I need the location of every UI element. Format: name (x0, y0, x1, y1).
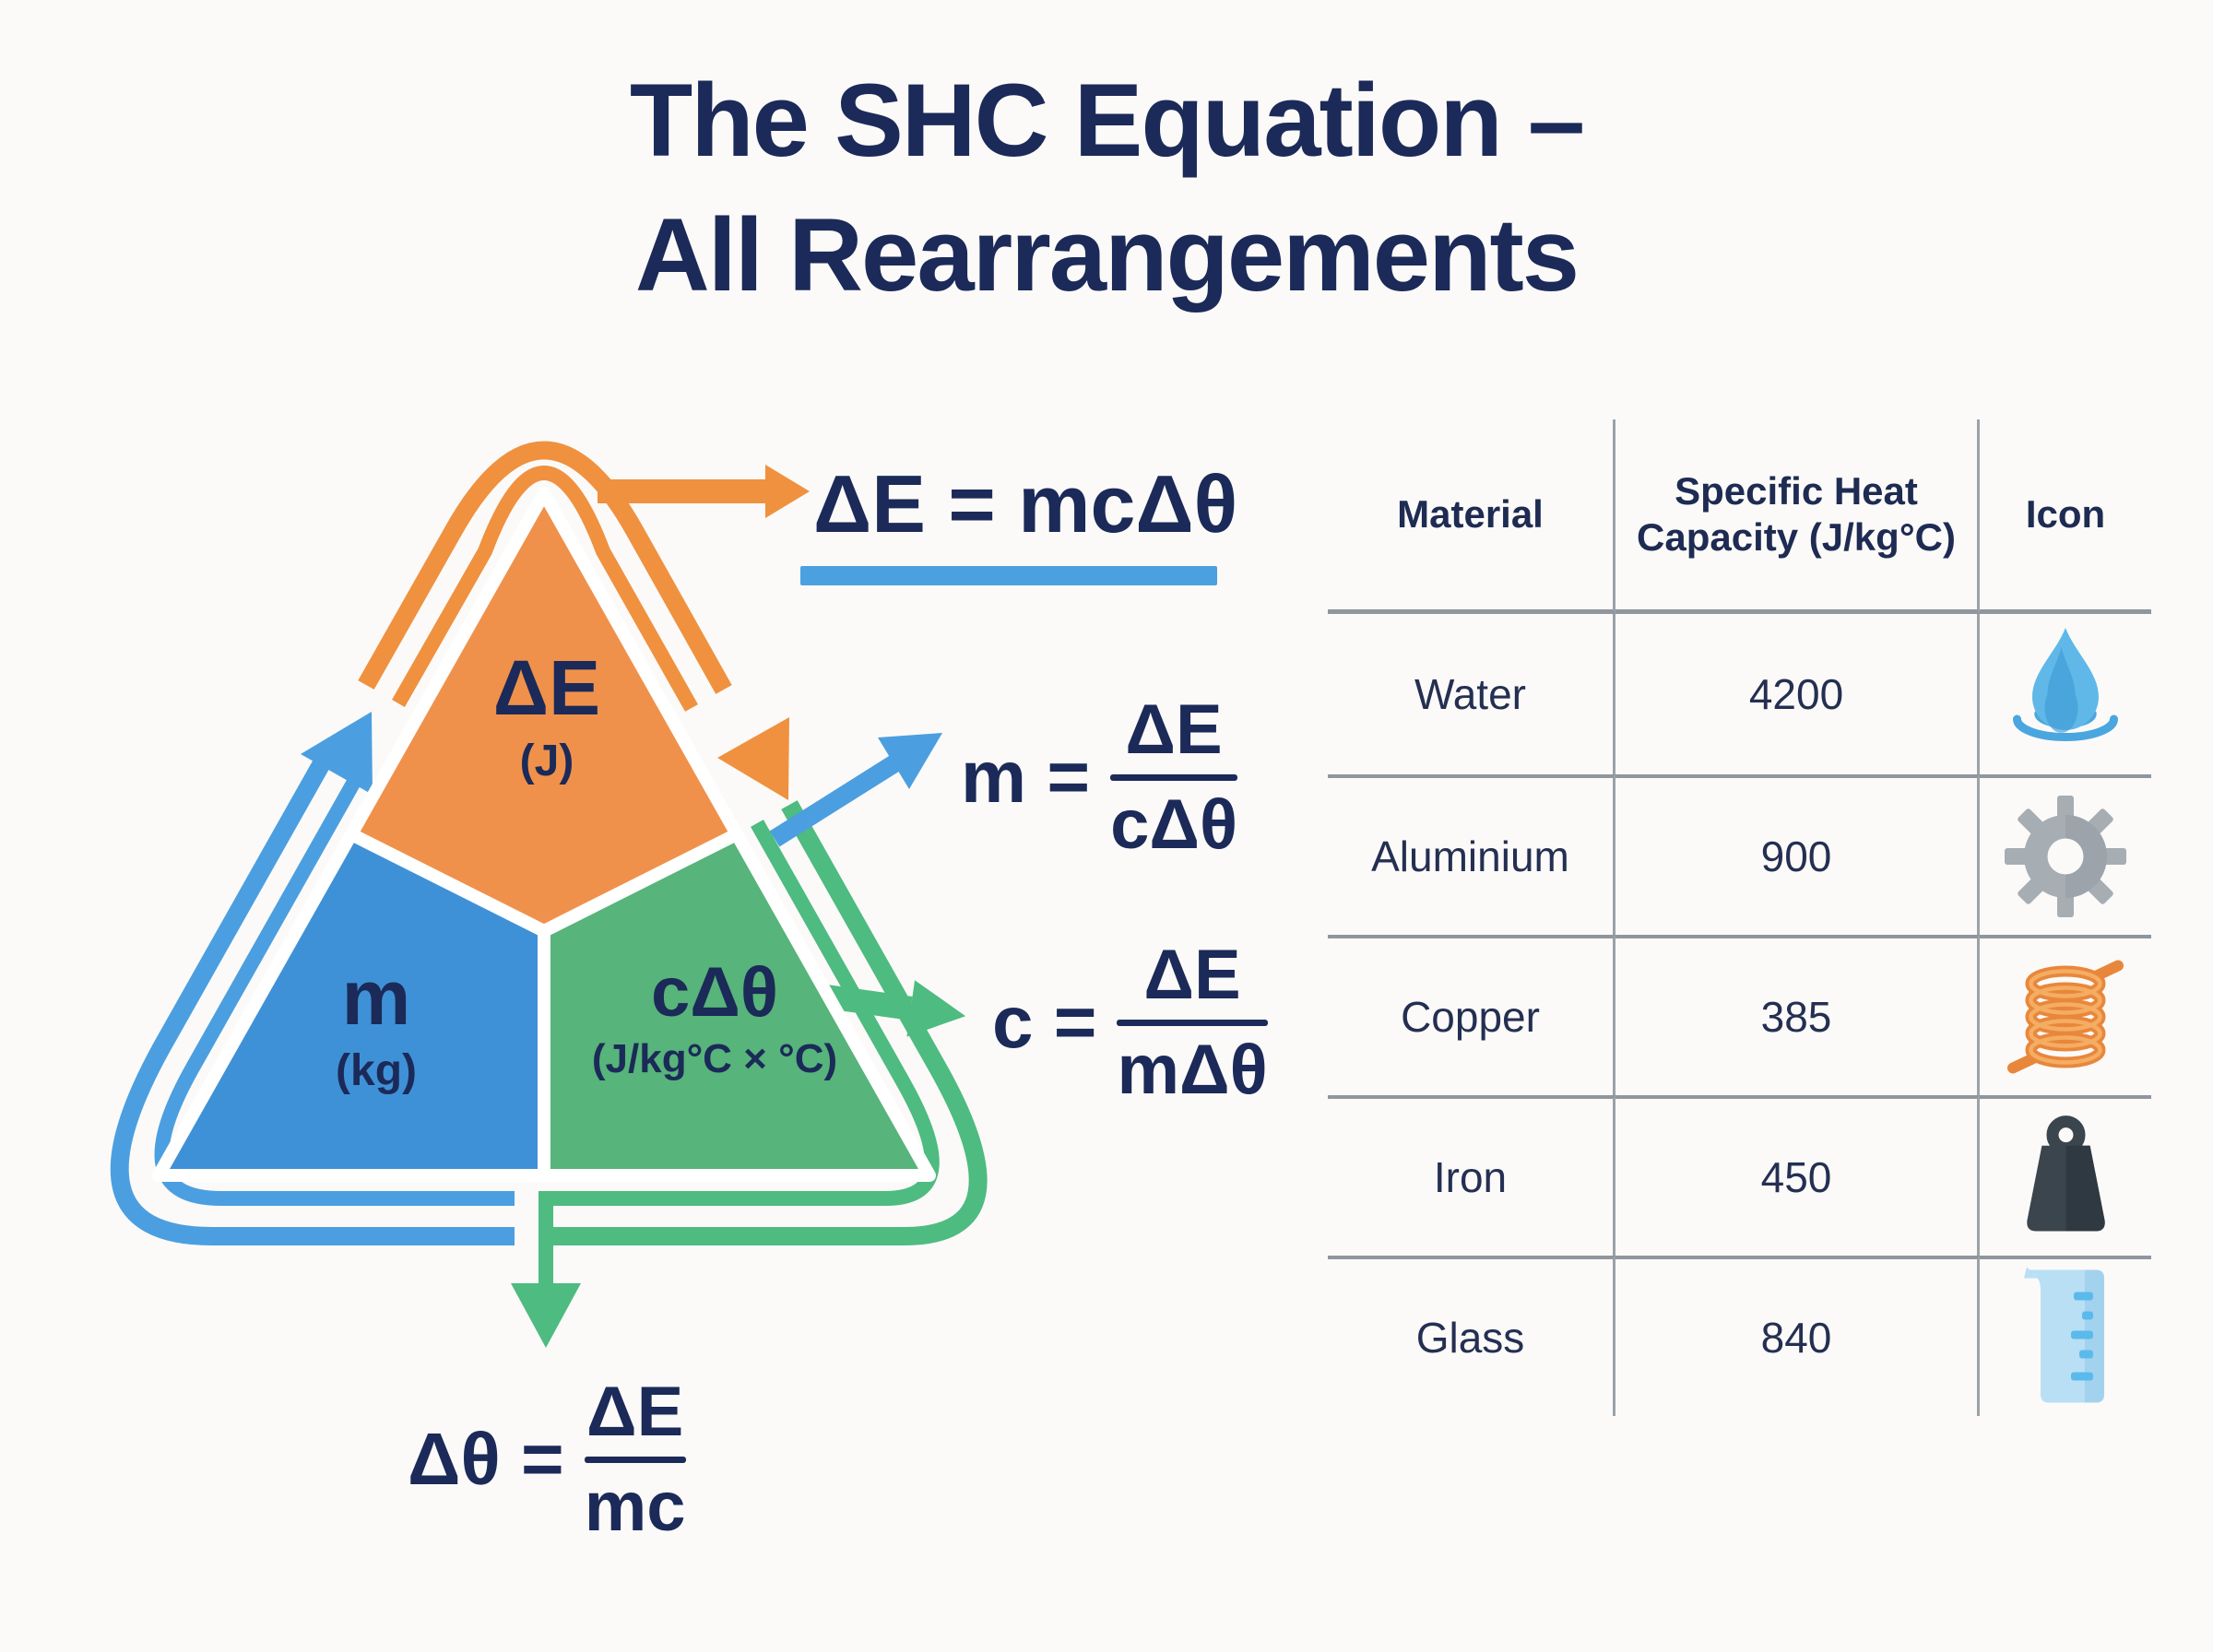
green-down-arrow-icon (511, 1191, 581, 1348)
equation-mass-lhs: m = (961, 736, 1091, 819)
green-exit-arrow-icon (808, 980, 966, 1037)
energy-unit: (J) (519, 736, 574, 785)
mass-symbol: m (341, 954, 411, 1041)
table-row-water-icon-cell (1980, 614, 2151, 774)
materials-table: Material Specific Heat Capacity (J/kg°C)… (1328, 419, 2151, 1416)
equation-shc-fraction: ΔE mΔθ (1117, 936, 1268, 1109)
heat-unit: (J/kg°C × °C) (591, 1035, 838, 1081)
page-title-line1: The SHC Equation – (629, 63, 1585, 178)
table-row-aluminium-icon-cell (1980, 774, 2151, 935)
blue-exit-arrow-icon (769, 733, 942, 847)
blue-arrowhead-up-icon (301, 712, 373, 795)
gear-icon (1992, 783, 2139, 930)
table-row-glass-icon-cell (1980, 1256, 2151, 1416)
equation-temp-fraction: ΔE mc (584, 1373, 686, 1546)
heat-symbol: cΔθ (651, 953, 778, 1032)
table-row-water-material: Water (1328, 614, 1615, 774)
equation-shc-numerator: ΔE (1143, 936, 1241, 1014)
page-title-line2: All Rearrangements (634, 196, 1580, 313)
orange-arrow-band (358, 441, 732, 712)
equation-shc: c = ΔE mΔθ (992, 938, 1268, 1107)
table-row-copper-material: Copper (1328, 935, 1615, 1095)
equation-main: ΔE = mcΔθ (813, 458, 1238, 549)
weight-icon (1992, 1103, 2139, 1251)
equation-shc-denominator: mΔθ (1117, 1030, 1268, 1109)
equation-mass-numerator: ΔE (1125, 690, 1223, 769)
table-row-iron-icon-cell (1980, 1095, 2151, 1256)
table-row-aluminium-value: 900 (1615, 774, 1980, 935)
equation-temp-numerator: ΔE (586, 1373, 684, 1451)
label-heat: cΔθ (J/kg°C × °C) (592, 957, 837, 1082)
equation-mass: m = ΔE cΔθ (961, 690, 1238, 864)
table-row-iron-value: 450 (1615, 1095, 1980, 1256)
beaker-icon (1992, 1264, 2139, 1411)
equation-main-underline (800, 566, 1217, 585)
equation-mass-denominator: cΔθ (1110, 785, 1238, 864)
equation-shc-lhs: c = (992, 981, 1097, 1064)
table-row-glass-material: Glass (1328, 1256, 1615, 1416)
table-row-water-value: 4200 (1615, 614, 1980, 774)
column-header-icon: Icon (1980, 419, 2151, 614)
label-mass: m (kg) (336, 954, 417, 1096)
table-row-iron-material: Iron (1328, 1095, 1615, 1256)
triangle-section-heat (538, 828, 936, 1182)
copper-coil-icon (1992, 943, 2139, 1091)
table-row-copper-value: 385 (1615, 935, 1980, 1095)
equation-temp: Δθ = ΔE mc (408, 1375, 686, 1544)
table-row-aluminium-material: Aluminium (1328, 774, 1615, 935)
table-row-copper-icon-cell (1980, 935, 2151, 1095)
fraction-bar (1110, 773, 1238, 781)
fraction-bar (584, 1456, 686, 1463)
orange-exit-arrow-icon (598, 465, 810, 518)
page-title: The SHC Equation – All Rearrangements (0, 53, 2213, 322)
mass-unit: (kg) (336, 1045, 417, 1095)
orange-arrowhead-down-icon (717, 717, 789, 800)
column-header-shc: Specific Heat Capacity (J/kg°C) (1615, 419, 1980, 614)
equation-temp-denominator: mc (584, 1467, 686, 1546)
water-drop-icon (1992, 620, 2139, 768)
energy-symbol: ΔE (492, 644, 601, 731)
fraction-bar (1117, 1019, 1268, 1026)
label-energy: ΔE (J) (492, 644, 601, 786)
table-row-glass-value: 840 (1615, 1256, 1980, 1416)
column-header-material: Material (1328, 419, 1615, 614)
equation-mass-fraction: ΔE cΔθ (1110, 690, 1238, 864)
equation-temp-lhs: Δθ = (408, 1418, 564, 1501)
